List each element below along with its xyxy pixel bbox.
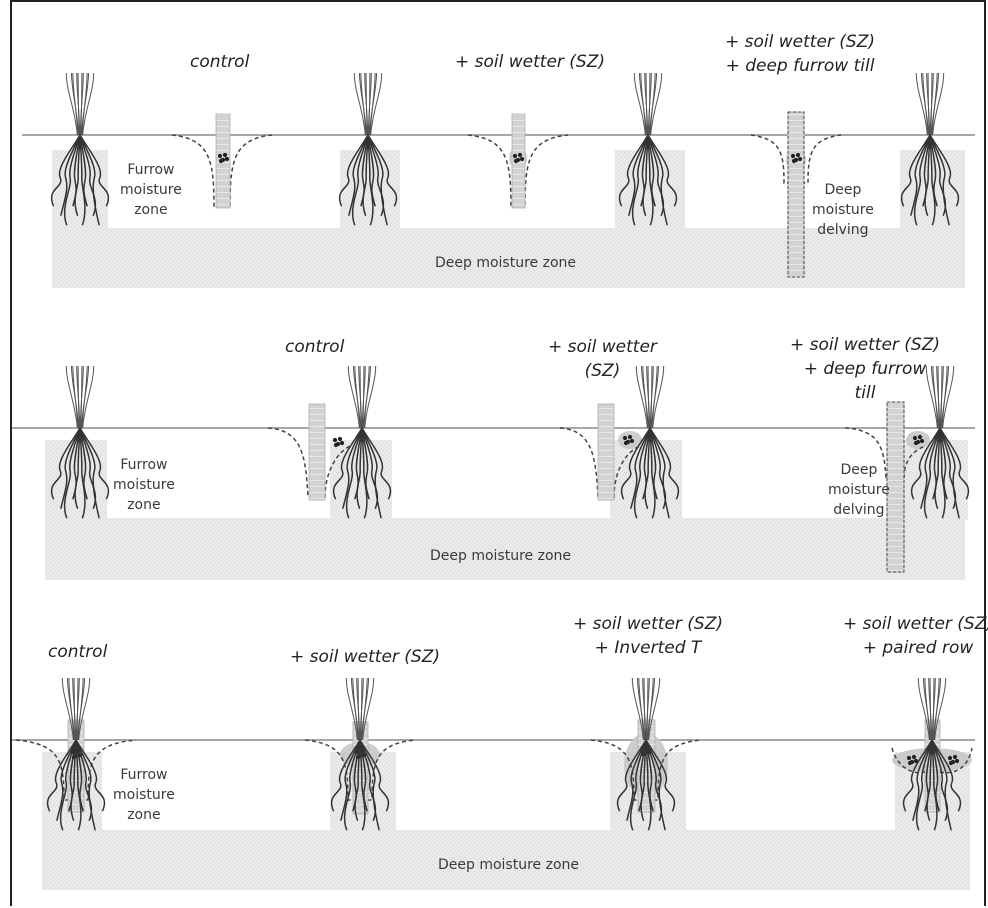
panel3-treatment-soil-wetter: + soil wetter (SZ) [290, 645, 440, 669]
panel2-deep-delving-label: Deep moisture delving [828, 460, 890, 520]
panel2-deep-zone-label: Deep moisture zone [430, 546, 571, 566]
panel1-treatment-deep-till: + soil wetter (SZ) + deep furrow till [725, 30, 875, 78]
panel1-furrow-zone-label: Furrow moisture zone [120, 160, 182, 220]
panel1-treatment-soil-wetter: + soil wetter (SZ) [455, 50, 605, 74]
panel3-treatment-paired-row: + soil wetter (SZ) + paired row [843, 612, 988, 660]
panel2-treatment-soil-wetter: + soil wetter (SZ) [548, 335, 657, 383]
panel1-deep-zone-label: Deep moisture zone [435, 253, 576, 273]
panel3-furrow-zone-label: Furrow moisture zone [113, 765, 175, 825]
furrow-control-left [268, 428, 308, 498]
furrow-soil-wetter-left [560, 428, 598, 498]
panel3-deep-zone-label: Deep moisture zone [438, 855, 579, 875]
panel1-deep-delving-label: Deep moisture delving [812, 180, 874, 240]
panel3-treatment-inverted-t: + soil wetter (SZ) + Inverted T [573, 612, 723, 660]
soil-moisture-zone [52, 150, 108, 230]
panel2-furrow-zone-label: Furrow moisture zone [113, 455, 175, 515]
deep-delving-column [788, 112, 804, 277]
soil-moisture-zone [900, 440, 968, 520]
seed-band-control [309, 404, 325, 500]
panel1-treatment-control: control [190, 50, 249, 74]
seed-band-soil-wetter [598, 404, 614, 500]
panel3-treatment-control: control [48, 640, 107, 664]
panel2-treatment-deep-till: + soil wetter (SZ) + deep furrow till [790, 333, 940, 405]
panel2-treatment-control: control [285, 335, 344, 359]
